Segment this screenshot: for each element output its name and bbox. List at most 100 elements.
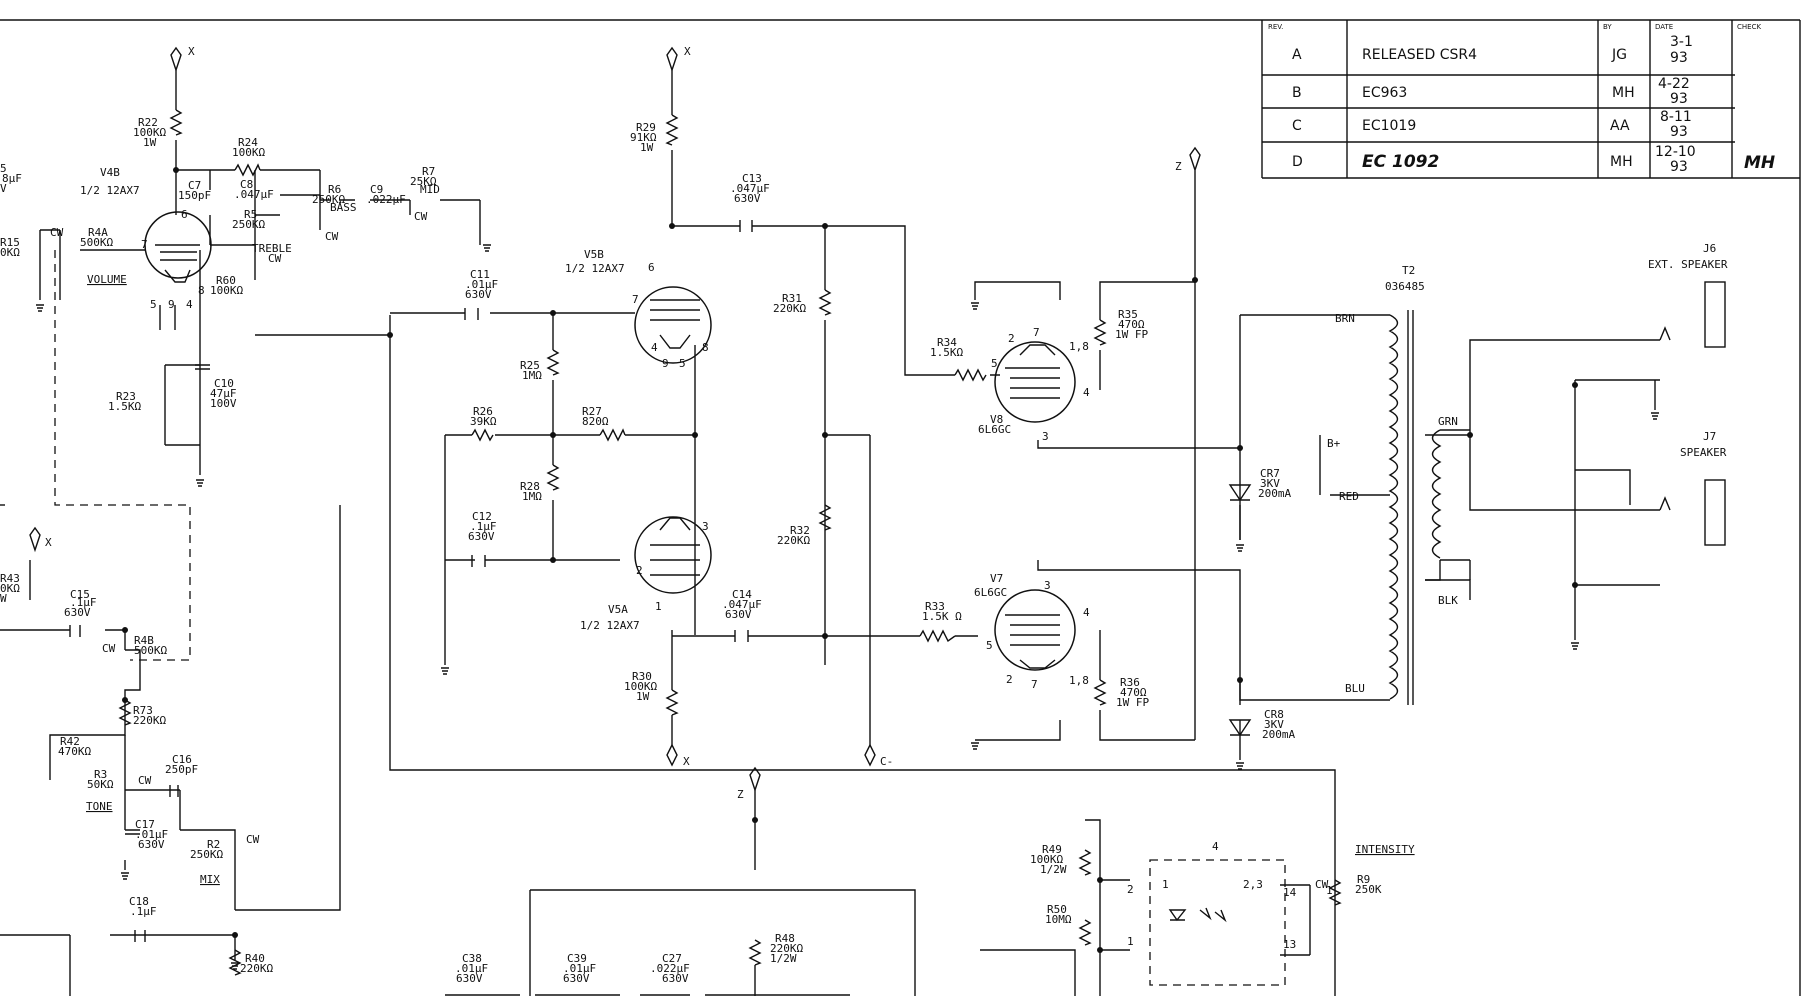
lead-red: RED	[1339, 490, 1359, 503]
pin-number: 8	[702, 341, 709, 354]
pin-number: 2	[1008, 332, 1015, 345]
pin-number: 2	[636, 564, 643, 577]
rev-row: B EC963 MH 4-22 93	[1292, 76, 1690, 107]
rev-letter: D	[1292, 154, 1303, 170]
lead-blu: BLU	[1345, 682, 1365, 695]
pin-number: 7	[141, 238, 148, 251]
mix-label: MIX	[200, 873, 220, 886]
pin-numbers: 7 6 8 5 9 4 7 6 8 4 9 5 2 3 1 5 2 7 1,8 …	[141, 208, 1333, 951]
marker-cw: CW	[325, 230, 339, 243]
marker-x: X	[188, 45, 195, 58]
marker-cw: CW	[138, 774, 152, 787]
pin-number: 9	[168, 298, 175, 311]
rev-header-date: DATE	[1655, 23, 1673, 31]
rev-letter: A	[1292, 47, 1302, 63]
marker-z: Z	[1175, 160, 1182, 173]
rev-date-top: 12-10	[1655, 144, 1696, 160]
tube-v8	[994, 341, 1076, 423]
marker-bplus: B+	[1327, 437, 1341, 450]
marker-z: Z	[737, 788, 744, 801]
rev-letter: C	[1292, 118, 1302, 134]
junction-dots	[122, 167, 1578, 953]
arrows	[29, 46, 1201, 793]
rev-row: D EC 1092 MH 12-10 93 MH	[1292, 144, 1775, 175]
rev-date-bottom: 93	[1670, 50, 1688, 66]
rev-description: EC963	[1362, 85, 1407, 101]
control-labels: VOLUME TONE MIX INTENSITY	[86, 273, 1415, 886]
lead-grn: GRN	[1438, 415, 1458, 428]
marker-x: X	[683, 755, 690, 768]
pin-number: 1,8	[1069, 340, 1089, 353]
rev-by: MH	[1612, 85, 1635, 101]
pin-number: 4	[1083, 386, 1090, 399]
marker-cw: CW	[1315, 878, 1329, 891]
pin-number: 3	[1042, 430, 1049, 443]
marker-cw: CW	[246, 833, 260, 846]
optocoupler	[1149, 859, 1286, 986]
rev-header-by: BY	[1603, 23, 1612, 31]
pin-number: 5	[150, 298, 157, 311]
wiring	[0, 70, 1660, 996]
pin-number: 7	[1031, 678, 1038, 691]
pin-number: 2	[1127, 883, 1134, 896]
rev-by: AA	[1610, 118, 1630, 134]
volume-label: VOLUME	[87, 273, 127, 286]
pin-number: 4	[1212, 840, 1219, 853]
pin-number: 13	[1283, 938, 1296, 951]
lead-brn: BRN	[1335, 312, 1355, 325]
label-c18: C18.1µF	[129, 895, 157, 918]
pin-number: 1	[655, 600, 662, 613]
pin-number: 5	[679, 357, 686, 370]
rev-header-check: CHECK	[1737, 23, 1761, 31]
rev-letter: B	[1292, 85, 1302, 101]
rev-row: A RELEASED CSR4 JG 3-1 93	[1292, 34, 1693, 66]
marker-x: X	[45, 536, 52, 549]
pin-number: 1	[1127, 935, 1134, 948]
pin-number: 8	[198, 284, 205, 297]
pin-number: 1,8	[1069, 674, 1089, 687]
pin-number: 14	[1283, 886, 1297, 899]
pin-number: 5	[991, 357, 998, 370]
marker-x: X	[684, 45, 691, 58]
marker-cw: CW	[102, 642, 116, 655]
tone-label: TONE	[86, 800, 113, 813]
pin-number: 6	[648, 261, 655, 274]
passive-symbols	[69, 109, 1342, 976]
rev-row: C EC1019 AA 8-11 93	[1292, 109, 1692, 140]
rev-header-rev: REV.	[1268, 23, 1283, 31]
